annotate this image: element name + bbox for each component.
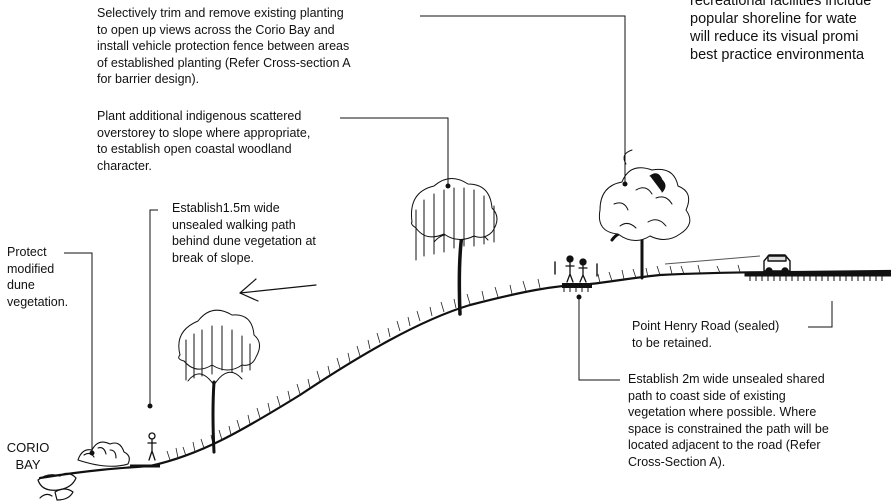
arrow-sketch [239,278,317,302]
willow-tree-lower [178,309,260,454]
car-icon [763,254,791,275]
note-top-right-clipped: recreational facilities include popular … [690,0,872,63]
corio-bay-label: CORIO BAY [6,440,50,472]
rocks [37,472,77,501]
note-walking-path: Establish1.5m wide unsealed walking path… [172,201,316,265]
view-line [664,255,761,265]
willow-tree-upper [410,178,498,316]
note-road: Point Henry Road (sealed) to be retained… [632,319,780,350]
note-dune-vegetation: Protect modified dune vegetation. [7,245,69,309]
leader-lines [64,15,833,456]
road-surface [744,271,891,281]
shared-path-section [562,283,592,292]
note-trim-planting: Selectively trim and remove existing pla… [97,6,351,87]
note-overstorey: Plant additional indigenous scattered ov… [97,109,311,173]
people-figures [147,255,588,461]
note-shared-path: Establish 2m wide unsealed shared path t… [628,372,829,469]
broad-tree [598,149,691,280]
vehicle-fence [554,261,598,277]
dune-vegetation [77,441,130,467]
